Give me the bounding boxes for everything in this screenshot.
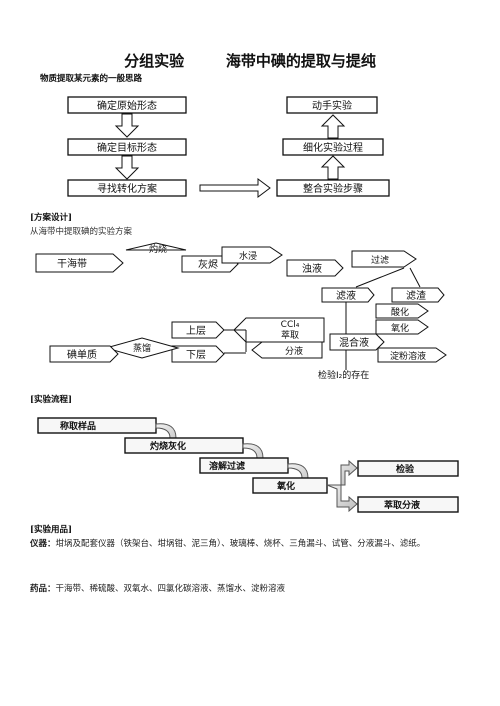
box-refine-process-label: 细化实验过程 <box>303 141 363 154</box>
instruments-text: 坩埚及配套仪器（铁架台、坩埚钳、泥三角）、玻璃棒、烧杯、三角漏斗、试管、分液漏斗… <box>55 539 426 549</box>
arrow-starch <box>377 347 447 363</box>
section-subtitle: 物质提取某元素的一般思路 <box>40 74 143 84</box>
reagents-paragraph: 药品：干海带、稀硫酸、双氧水、四氯化碳溶液、蒸馏水、淀粉溶液 <box>30 582 470 596</box>
arrow-distill-label: 蒸馏 <box>133 342 151 354</box>
node-mixture-label: 混合液 <box>339 336 369 349</box>
instruments-paragraph: 仪器：坩埚及配套仪器（铁架台、坩埚钳、泥三角）、玻璃棒、烧杯、三角漏斗、试管、分… <box>30 537 470 551</box>
node-ash-label: 灰烬 <box>198 258 218 271</box>
end-test-label: 检验 <box>396 463 415 475</box>
process-heading: [实验流程] <box>30 395 73 405</box>
arrow-oxid-label: 氧化 <box>391 322 409 334</box>
arrow-separate <box>251 341 323 359</box>
down-arrow-1 <box>114 113 140 138</box>
arrow-acid-label: 酸化 <box>391 306 409 318</box>
node-kelp-label: 干海带 <box>57 257 87 270</box>
arrow-ccl4-label: CCl₄ <box>281 320 300 330</box>
arrow-burn-label: 灼烧 <box>149 243 167 255</box>
node-upper <box>171 321 225 339</box>
box-original-form <box>67 96 187 114</box>
node-iodine <box>49 345 119 363</box>
box-refine-process <box>282 138 384 156</box>
step-arrow-down <box>326 484 358 513</box>
box-integrate-steps <box>276 179 390 197</box>
box-do-experiment <box>286 96 378 114</box>
reagents-label: 药品： <box>30 584 56 594</box>
arrow-distill <box>104 337 180 359</box>
node-lower <box>171 345 225 363</box>
line-to-residue <box>409 267 421 288</box>
node-turbid-label: 浊液 <box>302 262 322 275</box>
line-to-filtrate <box>355 267 405 288</box>
arrow-soak-label: 水浸 <box>239 250 257 262</box>
page-title: 分组实验 海带中碘的提取与提纯 <box>124 52 376 70</box>
box-integrate-steps-label: 整合实验步骤 <box>303 182 363 195</box>
arrow-soak <box>221 246 283 264</box>
design-caption: 从海带中提取碘的实验方案 <box>30 227 133 237</box>
arrow-oxid <box>375 319 429 335</box>
test-iodine-label: 检验I₂的存在 <box>318 369 369 381</box>
step-weigh-sample-label: 称取样品 <box>60 420 96 432</box>
end-test <box>357 460 459 477</box>
arrow-separate-label: 分液 <box>285 345 303 357</box>
step-oxidize-label: 氧化 <box>276 480 295 492</box>
arrow-burn <box>125 242 187 251</box>
node-upper-label: 上层 <box>186 325 206 337</box>
box-do-experiment-label: 动手实验 <box>312 99 352 112</box>
box-conversion-plan <box>67 179 187 197</box>
node-turbid <box>286 259 344 277</box>
arrow-acid <box>375 303 429 319</box>
up-arrow-2 <box>320 114 346 139</box>
arrow-filter-label: 过滤 <box>371 254 389 266</box>
up-arrow-1 <box>320 155 346 180</box>
end-extract-separate-label: 萃取分液 <box>384 499 421 511</box>
right-arrow <box>199 178 271 198</box>
box-original-form-label: 确定原始形态 <box>97 99 157 112</box>
design-heading: [方案设计] <box>30 213 73 223</box>
node-kelp <box>35 253 124 273</box>
box-conversion-plan-label: 寻找转化方案 <box>97 182 157 195</box>
node-mixture <box>329 333 385 351</box>
step-arrow-up <box>327 459 358 486</box>
box-target-form <box>67 138 187 156</box>
node-lower-label: 下层 <box>186 349 206 361</box>
instruments-label: 仪器： <box>30 539 56 549</box>
node-residue-label: 滤渣 <box>406 289 426 302</box>
reagents-text: 干海带、稀硫酸、双氧水、四氯化碳溶液、蒸馏水、淀粉溶液 <box>55 584 286 594</box>
down-arrow-2 <box>114 155 140 180</box>
arrow-starch-label: 淀粉溶液 <box>390 350 426 362</box>
node-iodine-label: 碘单质 <box>67 348 97 361</box>
node-filtrate <box>321 287 375 303</box>
materials-heading: [实验用品] <box>30 525 73 535</box>
node-residue <box>391 287 445 303</box>
node-filtrate-label: 滤液 <box>336 289 356 302</box>
step-ash-label: 灼烧灰化 <box>150 440 186 452</box>
end-extract-separate <box>357 496 459 513</box>
arrow-extract <box>233 317 325 343</box>
arrow-filter <box>351 250 417 268</box>
box-target-form-label: 确定目标形态 <box>97 141 157 154</box>
step-weigh-sample <box>37 417 157 434</box>
arrow-extract-label: 萃取 <box>281 330 299 341</box>
step-dissolve-filter-label: 溶解过滤 <box>209 460 245 472</box>
